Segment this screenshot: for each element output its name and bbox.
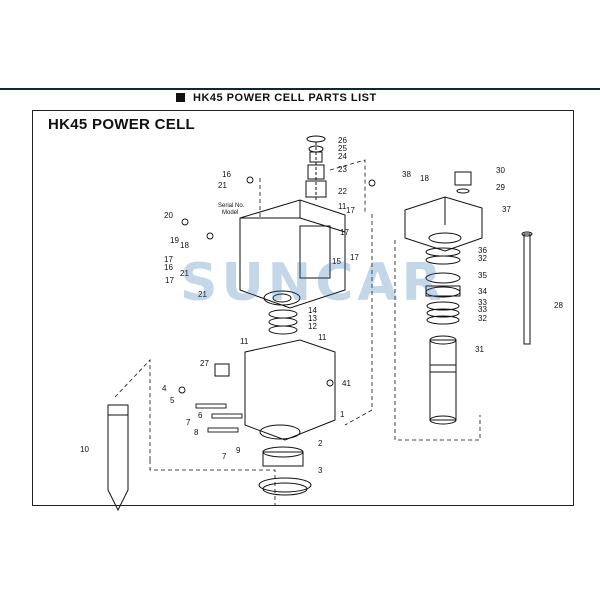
callout-33: 33: [478, 298, 487, 307]
part-29-washer: [456, 188, 470, 194]
callout-21: 21: [218, 181, 227, 190]
part-8-pin: [207, 427, 239, 433]
part-2-bushing: [262, 451, 304, 467]
part-12-seal: [268, 325, 298, 335]
callout-28: 28: [554, 301, 563, 310]
callout-18: 18: [420, 174, 429, 183]
callout-26: 26: [338, 136, 347, 145]
part-27-plate: [214, 363, 230, 377]
callout-29: 29: [496, 183, 505, 192]
bottom-margin: [0, 512, 600, 600]
part-30-cap: [454, 171, 472, 186]
callout-33: 33: [478, 305, 487, 314]
callout-17: 17: [346, 206, 355, 215]
part-18-screw: [206, 232, 214, 240]
front-head-bore: [259, 424, 301, 440]
part-41-screw: [326, 379, 334, 387]
part-5-pin: [195, 403, 227, 409]
callout-7: 7: [222, 452, 227, 461]
part-13-seal: [268, 317, 298, 327]
callout-19: 19: [170, 236, 179, 245]
callout-11: 11: [318, 333, 327, 342]
cylinder-bore: [263, 290, 301, 306]
diagram-title: HK45 POWER CELL: [48, 116, 196, 133]
callout-18: 18: [180, 241, 189, 250]
part-16-screw: [246, 176, 254, 184]
callout-31: 31: [475, 345, 484, 354]
callout-25: 25: [338, 144, 347, 153]
callout-16: 16: [164, 263, 173, 272]
callout-22: 22: [338, 187, 347, 196]
callout-12: 12: [308, 322, 317, 331]
part-3-ring: [258, 477, 312, 493]
part-38-screw: [368, 179, 376, 187]
suncar-watermark: SUNCAR: [180, 253, 446, 313]
part-33-ring-b: [426, 308, 460, 318]
callout-21: 21: [180, 269, 189, 278]
part-31-piston: [429, 339, 457, 421]
callout-4: 4: [162, 384, 167, 393]
callout-23: 23: [338, 165, 347, 174]
callout-41: 41: [342, 379, 351, 388]
part-33-ring-a: [426, 301, 460, 311]
callout-32: 32: [478, 314, 487, 323]
callout-24: 24: [338, 152, 347, 161]
callout-17: 17: [164, 255, 173, 264]
part-4-screw: [178, 386, 186, 394]
callout-15: 15: [332, 257, 341, 266]
part-10-chisel: [107, 404, 129, 512]
callout-3: 3: [318, 466, 323, 475]
serial-number-label: Serial No.: [218, 203, 245, 209]
callout-38: 38: [402, 170, 411, 179]
callout-2: 2: [318, 439, 323, 448]
callout-27: 27: [200, 359, 209, 368]
callout-20: 20: [164, 211, 173, 220]
part-32-ring-a: [425, 255, 461, 265]
parts-list-header: HK45 POWER CELL PARTS LIST: [176, 92, 377, 104]
callout-6: 6: [198, 411, 203, 420]
callout-10: 10: [80, 445, 89, 454]
callout-37: 37: [502, 205, 511, 214]
part-6-pin: [211, 413, 243, 419]
callout-5: 5: [170, 396, 175, 405]
model-label: Model: [222, 210, 238, 216]
callout-1: 1: [340, 410, 345, 419]
part-15-valve-face: [299, 225, 331, 279]
callout-7: 7: [186, 418, 191, 427]
part-35-seal: [425, 272, 461, 284]
top-margin: [0, 0, 600, 88]
callout-36: 36: [478, 246, 487, 255]
callout-13: 13: [308, 314, 317, 323]
drawing-border: [32, 110, 574, 506]
callout-8: 8: [194, 428, 199, 437]
callout-35: 35: [478, 271, 487, 280]
callout-11: 11: [338, 202, 347, 211]
part-28-through-bolt: [523, 233, 531, 345]
callout-30: 30: [496, 166, 505, 175]
part-20-screw: [181, 218, 189, 226]
header-bullet-icon: [176, 93, 185, 102]
callout-17: 17: [350, 253, 359, 262]
image-frame: [0, 88, 600, 516]
callout-14: 14: [308, 306, 317, 315]
callout-32: 32: [478, 254, 487, 263]
callout-21: 21: [198, 290, 207, 299]
callout-17: 17: [165, 276, 174, 285]
callout-11: 11: [240, 337, 249, 346]
callout-9: 9: [236, 446, 241, 455]
callout-34: 34: [478, 287, 487, 296]
callout-16: 16: [222, 170, 231, 179]
callout-17: 17: [340, 228, 349, 237]
part-26-ring: [306, 135, 326, 143]
part-32-ring-b: [426, 315, 460, 325]
front-head: [244, 339, 336, 441]
